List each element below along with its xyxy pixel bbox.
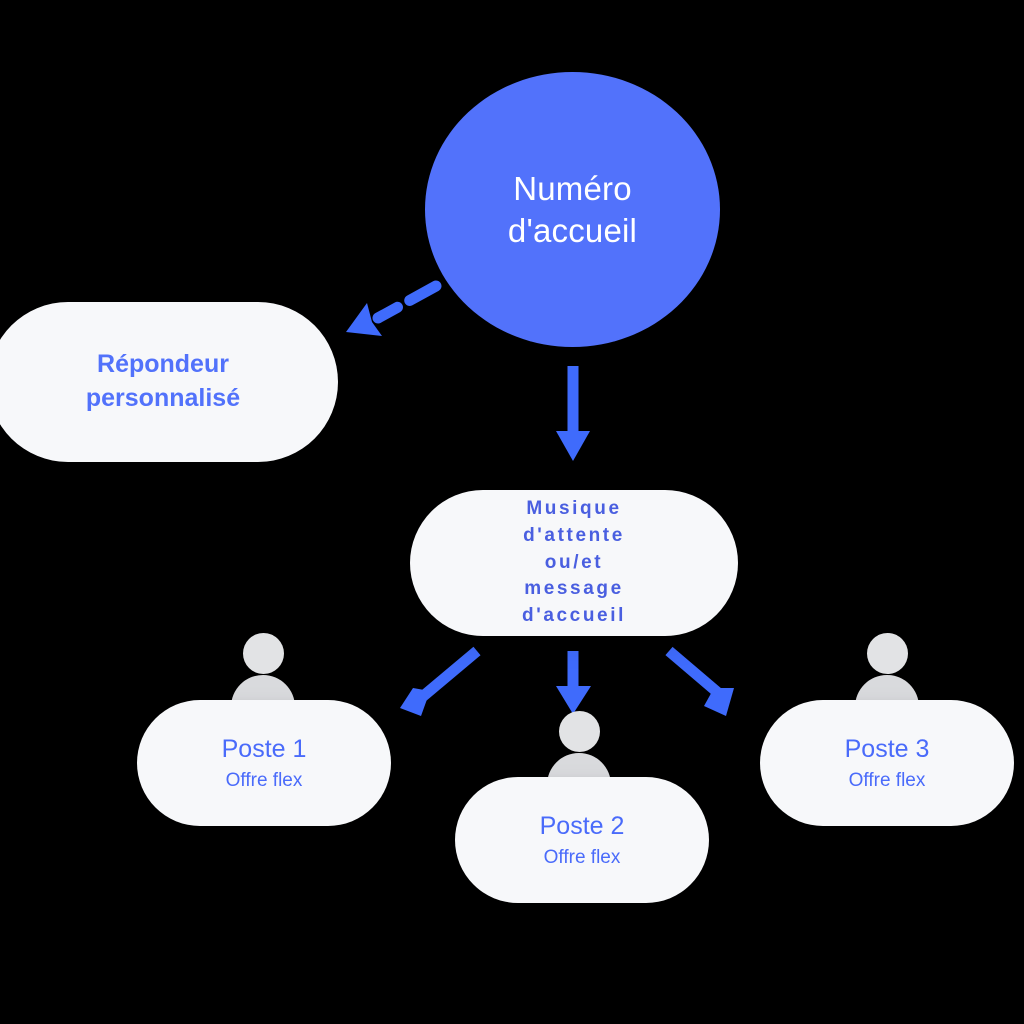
person-head-icon <box>243 633 284 674</box>
node-repondeur-personnalise[interactable]: Répondeur personnalisé <box>0 302 338 462</box>
node-poste-3-title: Poste 3 <box>844 734 930 763</box>
node-musique-dattente-label: Musique d'attente ou/et message d'accuei… <box>522 497 626 627</box>
node-numero-daccueil[interactable]: Numéro d'accueil <box>425 72 720 347</box>
node-poste-3-subtitle: Offre flex <box>848 769 926 791</box>
node-poste-2-subtitle: Offre flex <box>543 846 621 868</box>
node-musique-dattente[interactable]: Musique d'attente ou/et message d'accuei… <box>410 490 738 636</box>
node-poste-1-subtitle: Offre flex <box>225 769 303 791</box>
edge-music-to-poste-3 <box>665 646 734 716</box>
node-repondeur-personnalise-label: Répondeur personnalisé <box>85 350 241 412</box>
edge-root-to-voicemail <box>346 280 442 336</box>
node-poste-2[interactable]: Poste 2 Offre flex <box>455 777 709 903</box>
node-poste-3[interactable]: Poste 3 Offre flex <box>760 700 1014 826</box>
node-poste-2-title: Poste 2 <box>539 811 625 840</box>
node-poste-1[interactable]: Poste 1 Offre flex <box>137 700 391 826</box>
person-head-icon <box>867 633 908 674</box>
node-numero-daccueil-label: Numéro d'accueil <box>507 170 638 249</box>
edge-root-to-music <box>556 366 590 461</box>
node-poste-1-title: Poste 1 <box>221 734 307 763</box>
edge-music-to-poste-1 <box>400 646 481 716</box>
edge-music-to-poste-2 <box>556 651 591 714</box>
person-head-icon <box>559 711 600 752</box>
